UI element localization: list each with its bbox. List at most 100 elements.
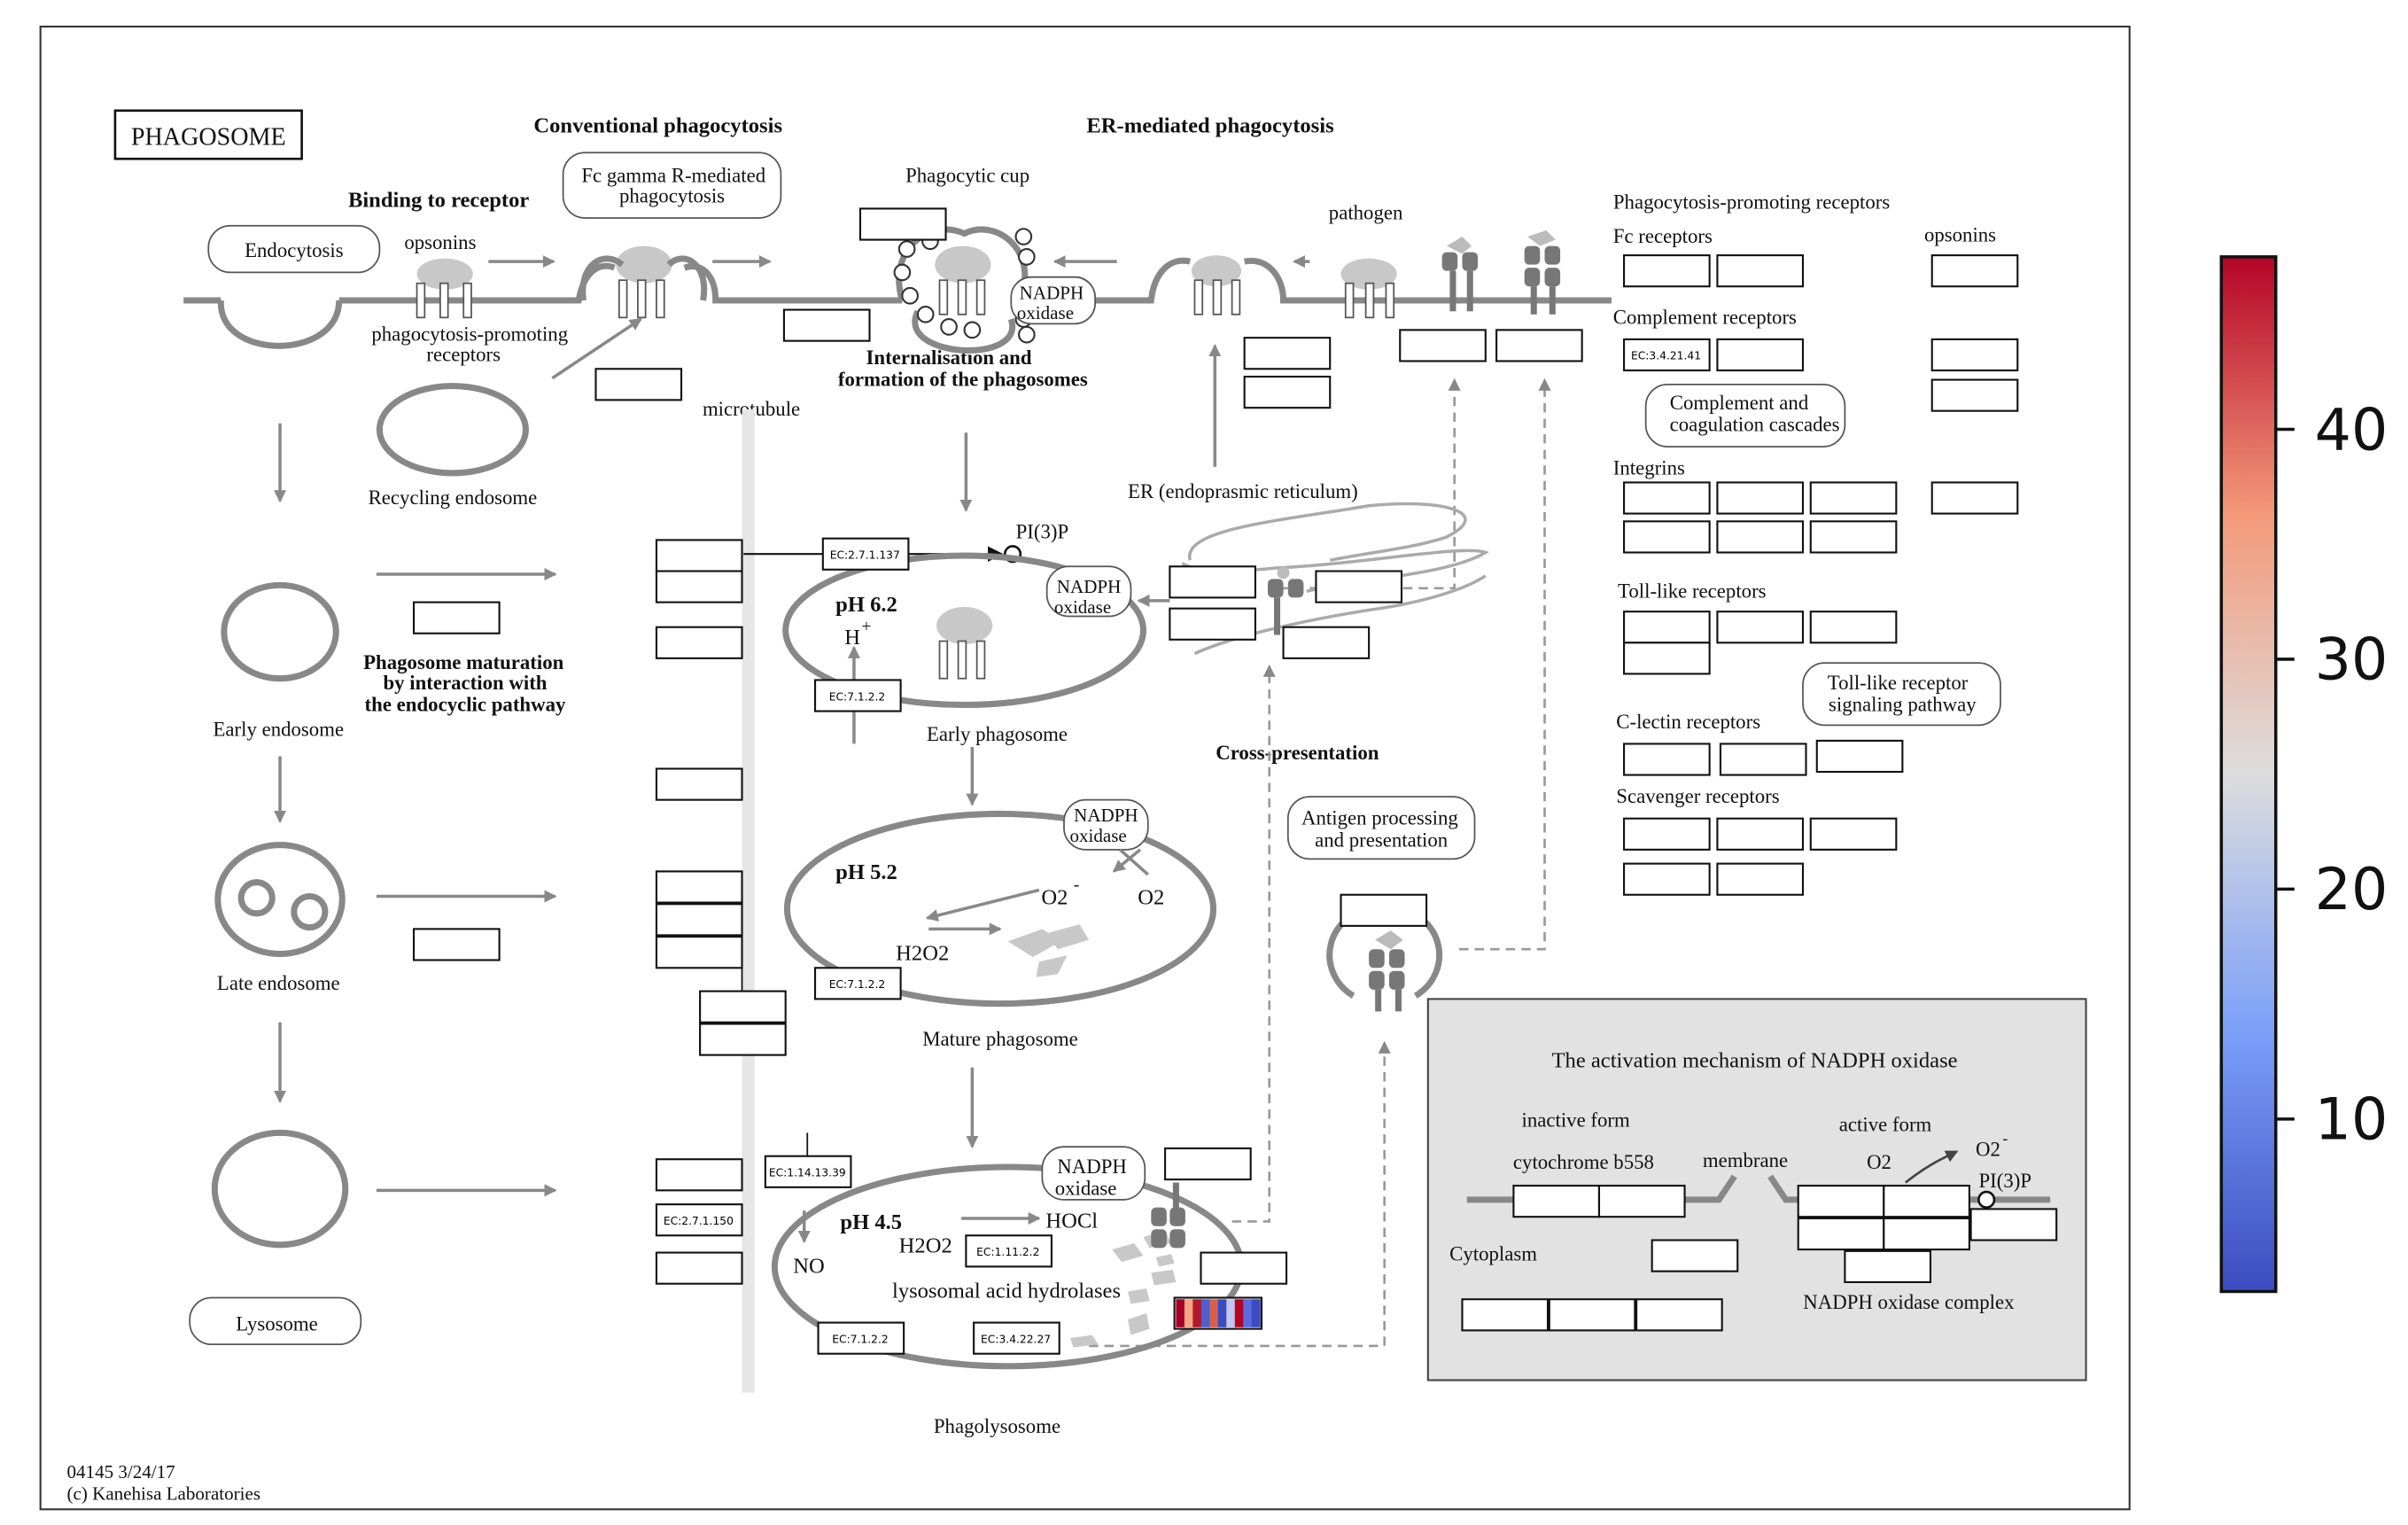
recycling-endosome: Recycling endosome <box>369 383 537 509</box>
svg-text:NADPH: NADPH <box>1057 1155 1127 1178</box>
header-maturation-3: the endocyclic pathway <box>365 694 566 716</box>
svg-text:signaling pathway: signaling pathway <box>1829 694 1977 716</box>
link-lysosome[interactable]: Lysosome <box>189 1296 362 1346</box>
mature-phagosome: pH 5.2 O2 - O2 H2O2 Mature phagosome <box>783 810 1217 1050</box>
colorbar-tick-label: 20 <box>2315 857 2389 923</box>
label-toll-receptors: Toll-like receptors <box>1618 580 1767 602</box>
link-toll-like-receptor-pathway[interactable]: Toll-like receptor signaling pathway <box>1802 662 2001 727</box>
ec-box-mature[interactable]: EC:7.1.2.2 <box>813 967 902 1000</box>
label-complement-receptors: Complement receptors <box>1613 306 1797 328</box>
nadph-oxidase-early[interactable]: NADPH oxidase <box>1045 565 1132 618</box>
header-er-mediated: ER-mediated phagocytosis <box>1086 113 1333 137</box>
ec-box-lyso-d[interactable]: EC:7.1.2.2 <box>817 1321 905 1355</box>
link-fc-gamma-phagocytosis[interactable]: Fc gamma R-mediated phagocytosis <box>562 152 782 219</box>
svg-text:oxidase: oxidase <box>1054 596 1111 618</box>
ec-box-lyso-e[interactable]: EC:3.4.22.27 <box>973 1321 1060 1355</box>
label-clectin: C-lectin receptors <box>1616 711 1760 733</box>
microtubule <box>742 408 755 1393</box>
svg-text:phagocytosis: phagocytosis <box>619 184 725 206</box>
header-maturation-1: Phagosome maturation <box>363 651 564 673</box>
ec-box-lyso-c[interactable]: EC:1.11.2.2 <box>965 1234 1053 1268</box>
svg-text:H2O2: H2O2 <box>896 941 949 965</box>
svg-text:O2: O2 <box>1976 1139 2000 1161</box>
svg-text:EC:1.14.13.39: EC:1.14.13.39 <box>769 1167 846 1179</box>
o2-line <box>1119 848 1149 876</box>
colorbar-tick-label: 10 <box>2315 1087 2389 1154</box>
svg-text:EC:7.1.2.2: EC:7.1.2.2 <box>829 690 885 703</box>
expression-stripe <box>1209 1299 1219 1327</box>
svg-text:NADPH: NADPH <box>1074 805 1138 826</box>
label-integrins: Integrins <box>1613 457 1685 479</box>
svg-text:Fc gamma R-mediated: Fc gamma R-mediated <box>581 165 765 187</box>
link-complement-cascades[interactable]: Complement and coagulation cascades <box>1644 383 1846 447</box>
expression-gene-box[interactable] <box>1173 1296 1263 1330</box>
ec-box-lyso-b[interactable]: EC:2.7.1.150 <box>655 1203 743 1237</box>
dashed-arrows <box>1089 377 1551 1348</box>
svg-text:NADPH: NADPH <box>1020 282 1084 303</box>
header-maturation-2: by interaction with <box>383 672 547 694</box>
expression-stripe <box>1251 1299 1261 1327</box>
label-early-endosome: Early endosome <box>213 719 344 741</box>
svg-text:Cytoplasm: Cytoplasm <box>1449 1242 1537 1264</box>
label-er: ER (endoprasmic reticulum) <box>1128 480 1358 502</box>
svg-text:H2O2: H2O2 <box>899 1234 952 1258</box>
expression-stripe <box>1243 1299 1253 1327</box>
svg-text:NADPH: NADPH <box>1057 576 1122 597</box>
plasma-membrane <box>183 257 1612 349</box>
receptor-complex-engulfing <box>579 245 708 319</box>
nadph-oxidase-mature[interactable]: NADPH oxidase <box>1063 798 1149 851</box>
svg-text:PI(3)P: PI(3)P <box>1016 521 1069 543</box>
svg-text:The activation mechanism of NA: The activation mechanism of NADPH oxidas… <box>1552 1049 1958 1073</box>
mhc-receptors <box>1441 230 1561 315</box>
label-fc-receptors: Fc receptors <box>1613 225 1713 247</box>
header-internalisation-2: formation of the phagosomes <box>838 369 1088 391</box>
expression-stripe <box>1192 1299 1202 1327</box>
ec-box-lyso-a[interactable]: EC:1.14.13.39 <box>764 1155 852 1188</box>
svg-text:pH 6.2: pH 6.2 <box>835 593 897 617</box>
nadph-oxidase-lyso[interactable]: NADPH oxidase <box>1041 1146 1146 1201</box>
link-antigen-processing[interactable]: Antigen processing and presentation <box>1286 796 1476 860</box>
svg-text:EC:3.4.22.27: EC:3.4.22.27 <box>981 1333 1051 1345</box>
pathogen-complex <box>1340 258 1397 319</box>
expression-stripe <box>1176 1299 1185 1327</box>
gene-boxes[interactable] <box>412 207 1583 1285</box>
colorbar-tick-label: 40 <box>2315 397 2389 463</box>
label-pathogen: pathogen <box>1329 202 1403 224</box>
svg-text:NO: NO <box>793 1254 825 1278</box>
svg-text:lysosomal acid hydrolases: lysosomal acid hydrolases <box>892 1280 1121 1303</box>
label-ppr-2: receptors <box>426 344 501 366</box>
footer-id: 04145 3/24/17 <box>67 1461 175 1482</box>
label-scavenger: Scavenger receptors <box>1616 785 1779 807</box>
ec-box-early[interactable]: EC:7.1.2.2 <box>813 679 902 712</box>
receptor-gene-boxes[interactable] <box>1623 254 2019 896</box>
inset-gene-boxes[interactable] <box>1461 1185 2058 1332</box>
svg-text:EC:3.4.21.41: EC:3.4.21.41 <box>1631 350 1701 362</box>
label-opsonins: opsonins <box>404 231 476 253</box>
svg-text:EC:7.1.2.2: EC:7.1.2.2 <box>832 1333 888 1345</box>
label-phagocytic-cup: Phagocytic cup <box>905 165 1029 187</box>
svg-text:H: H <box>844 626 860 650</box>
expression-stripe <box>1226 1299 1236 1327</box>
receptor-complex-binding <box>416 258 473 319</box>
svg-text:EC:1.11.2.2: EC:1.11.2.2 <box>976 1246 1039 1258</box>
svg-text:Complement and: Complement and <box>1670 392 1809 414</box>
phagocytic-cup-structure <box>893 226 1036 354</box>
svg-text:Early phagosome: Early phagosome <box>927 723 1068 745</box>
expression-stripe <box>1234 1299 1244 1327</box>
header-binding: Binding to receptor <box>348 189 529 213</box>
svg-text:HOCl: HOCl <box>1045 1209 1098 1233</box>
link-endocytosis[interactable]: Endocytosis <box>207 224 381 274</box>
early-phagosome: pH 6.2 H + Early phagosome <box>782 552 1147 745</box>
header-conventional: Conventional phagocytosis <box>533 113 782 137</box>
label-late-endosome: Late endosome <box>217 972 340 994</box>
label-ppr-1: phagocytosis-promoting <box>371 323 568 346</box>
svg-text:EC:2.7.1.150: EC:2.7.1.150 <box>664 1215 734 1227</box>
ec-box-pi3k[interactable]: EC:2.7.1.137 <box>821 537 910 571</box>
ec-box-complement[interactable]: EC:3.4.21.41 <box>1623 338 1711 372</box>
nadph-oxidase-cup[interactable]: NADPH oxidase <box>1010 276 1096 325</box>
receptor-panel: Fc receptors opsonins Complement recepto… <box>1613 223 1996 807</box>
connector-lines <box>741 968 809 1160</box>
expression-stripe <box>1217 1299 1227 1327</box>
